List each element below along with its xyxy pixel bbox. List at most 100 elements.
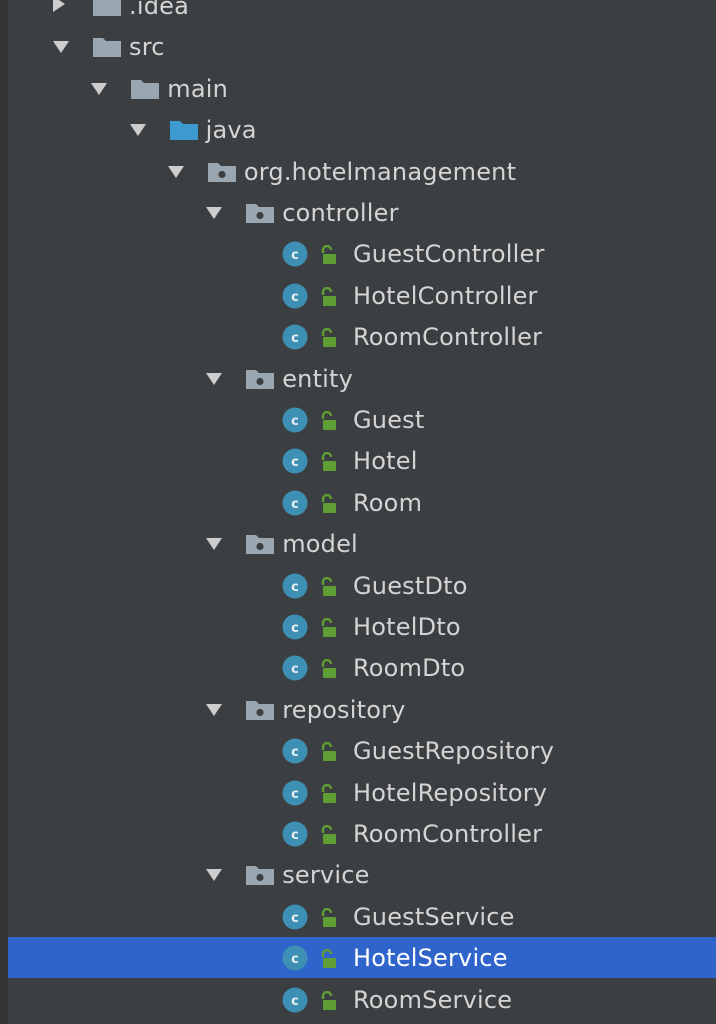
expand-arrow-down-icon[interactable] [53,41,69,54]
lock-open-icon [320,452,338,476]
class-icon: c [282,241,308,271]
lock-open-icon [320,990,338,1015]
tree-row-room[interactable]: c Room [8,482,716,523]
tree-row-room-dto[interactable]: c RoomDto [8,647,716,688]
tree-row-label: RoomController [353,820,543,848]
class-icon: c [282,573,308,603]
svg-text:c: c [291,248,299,263]
tree-row-label: GuestController [353,240,545,269]
lock-open-icon [320,245,338,269]
collapse-arrow-right-icon[interactable] [53,0,65,12]
tree-row-label: java [205,116,257,145]
expand-arrow-down-icon[interactable] [206,538,223,551]
svg-text:c: c [291,745,299,760]
expand-arrow-down-icon[interactable] [206,207,223,219]
class-icon: c [282,614,308,644]
lock-open-icon [320,907,338,932]
svg-text:c: c [291,911,299,926]
package-icon [245,699,275,725]
tree-row-label: service [282,861,370,890]
lock-open-icon [320,493,338,518]
class-icon: c [282,821,308,851]
svg-text:c: c [291,414,299,429]
tree-row-model[interactable]: model [8,523,716,564]
lock-open-icon [320,742,338,766]
svg-text:c: c [291,662,299,677]
tree-row-label: HotelDto [353,613,461,641]
tree-row-label: Guest [353,406,425,434]
expand-arrow-down-icon[interactable] [206,869,223,882]
class-icon: c [282,283,308,313]
svg-text:c: c [291,455,299,470]
class-icon: c [282,904,308,934]
tree-row-hotel-controller[interactable]: c HotelController [8,275,716,316]
lock-open-icon [320,328,338,352]
lock-open-icon [320,824,338,849]
class-icon: c [282,655,308,685]
svg-text:c: c [291,828,299,843]
tree-row-label: Room [353,488,423,517]
tree-row-label: main [167,74,229,103]
svg-text:c: c [291,952,299,967]
tree-row-label: .idea [129,0,190,20]
class-icon: c [282,987,308,1017]
expand-arrow-down-icon[interactable] [206,703,223,716]
folder-icon [92,0,122,21]
lock-open-icon [320,410,338,435]
tree-row-entity[interactable]: entity [8,358,716,399]
tree-row-java[interactable]: java [8,109,716,150]
tree-row-service[interactable]: service [8,854,716,895]
tree-row-main[interactable]: main [8,68,716,109]
class-icon: c [282,945,308,975]
package-icon [207,161,237,187]
tree-row-hotel-service[interactable]: c HotelService [8,937,716,979]
tree-gutter [0,0,8,1024]
svg-text:c: c [291,497,299,512]
svg-text:c: c [291,331,299,346]
class-icon: c [282,780,308,810]
tree-row-label: repository [282,695,406,724]
class-icon: c [282,407,308,437]
tree-row-label: org.hotelmanagement [243,157,517,186]
class-icon: c [282,490,308,520]
tree-row-idea[interactable]: .idea [8,0,716,26]
tree-row-guest-dto[interactable]: c GuestDto [8,565,716,606]
tree-row-room-controller[interactable]: c RoomController [8,813,716,854]
tree-row-hotel-dto[interactable]: c HotelDto [8,606,716,647]
tree-row-label: HotelService [353,944,508,973]
expand-arrow-down-icon[interactable] [91,82,108,95]
tree-row-repository[interactable]: repository [8,689,716,730]
tree-row-label: src [129,33,165,62]
class-icon: c [282,324,308,354]
tree-row-room-controller[interactable]: c RoomController [8,316,716,357]
tree-row-guest-repository[interactable]: c GuestRepository [8,730,716,771]
tree-row-label: entity [282,364,354,393]
tree-row-hotel[interactable]: c Hotel [8,440,716,481]
tree-row-label: RoomDto [353,654,466,683]
tree-row-label: GuestDto [353,571,468,600]
tree-row-label: Hotel [353,447,418,476]
tree-row-guest-controller[interactable]: c GuestController [8,233,716,274]
lock-open-icon [320,949,338,973]
expand-arrow-down-icon[interactable] [206,372,223,385]
tree-row-label: RoomController [353,323,543,352]
tree-row-src[interactable]: src [8,26,716,67]
source-folder-icon [169,119,199,145]
tree-row-controller[interactable]: controller [8,192,716,233]
folder-icon [92,36,122,62]
tree-row-label: GuestRepository [353,737,555,766]
tree-row-org-hotelmanagement[interactable]: org.hotelmanagement [8,151,716,192]
tree-row-label: model [282,530,358,559]
tree-row-label: HotelController [353,281,538,310]
lock-open-icon [320,286,338,311]
tree-row-guest[interactable]: c Guest [8,399,716,440]
lock-open-icon [320,659,338,683]
lock-open-icon [320,783,338,808]
svg-text:c: c [291,786,299,801]
expand-arrow-down-icon[interactable] [129,124,146,137]
expand-arrow-down-icon[interactable] [167,165,184,178]
